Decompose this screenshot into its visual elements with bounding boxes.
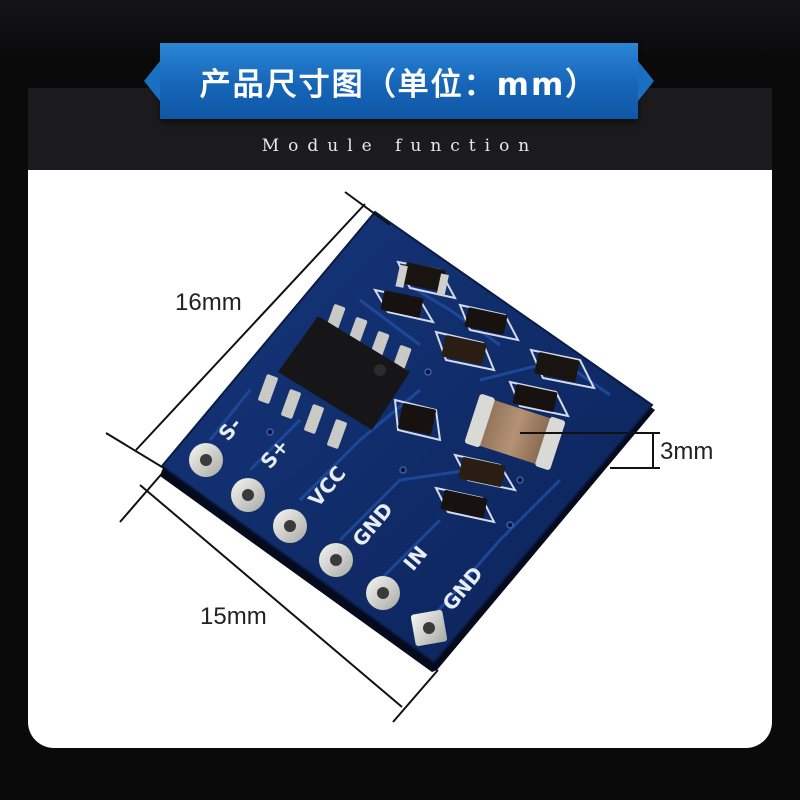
dimension-lines <box>105 191 660 723</box>
length-dimension: 16mm <box>175 289 242 316</box>
width-dimension: 15mm <box>200 603 267 630</box>
subtitle: Module function <box>261 136 539 156</box>
smd-resistors <box>380 262 580 518</box>
pcb-board: S- S+ VCC GND IN GND <box>160 210 655 672</box>
pin-pads <box>189 443 448 647</box>
ceramic-capacitor <box>464 394 566 470</box>
sop8-chip <box>258 304 412 449</box>
title-banner: 产品尺寸图（单位：mm） <box>144 43 654 119</box>
height-dimension: 3mm <box>660 438 714 465</box>
page-title: 产品尺寸图（单位：mm） <box>199 66 599 103</box>
